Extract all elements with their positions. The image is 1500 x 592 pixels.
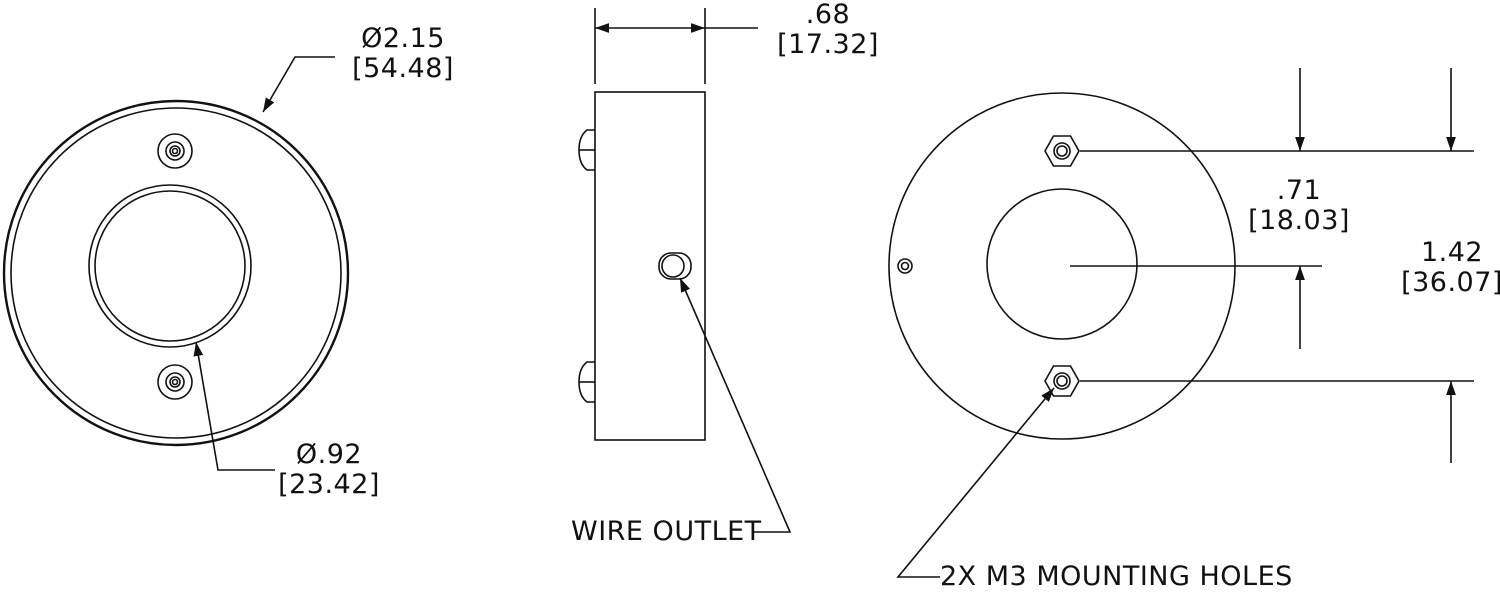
outer-diameter-inch: Ø2.15 bbox=[361, 23, 445, 54]
center-to-hole-inch: .71 bbox=[1276, 175, 1322, 206]
front-outer-edge-circle bbox=[10, 107, 342, 439]
front-screw-top bbox=[157, 133, 193, 169]
hole-spacing-inch: 1.42 bbox=[1420, 237, 1484, 268]
front-outer-circle bbox=[2, 99, 350, 447]
front-bore-inner-circle bbox=[94, 190, 246, 342]
back-bore-circle bbox=[986, 188, 1138, 340]
back-view bbox=[888, 68, 1474, 578]
outer-diameter-mm: [54.48] bbox=[352, 53, 454, 84]
hole-spacing-label: 1.42 [36.07] bbox=[1401, 238, 1500, 298]
outer-diameter-leader bbox=[262, 56, 335, 113]
side-body bbox=[594, 91, 706, 441]
outer-diameter-label: Ø2.15 [54.48] bbox=[352, 24, 454, 84]
center-to-hole-mm: [18.03] bbox=[1248, 205, 1350, 236]
wire-outlet-label: WIRE OUTLET bbox=[571, 516, 762, 547]
side-view bbox=[578, 8, 792, 533]
thickness-label: .68 [17.32] bbox=[777, 0, 879, 60]
mounting-holes-label: 2X M3 MOUNTING HOLES bbox=[940, 561, 1293, 592]
thickness-inch: .68 bbox=[805, 0, 851, 30]
front-screw-bottom bbox=[157, 364, 193, 400]
inner-diameter-leader bbox=[193, 341, 275, 471]
inner-diameter-mm: [23.42] bbox=[278, 469, 380, 500]
mounting-hole-top bbox=[1044, 135, 1080, 167]
mounting-holes-leader bbox=[896, 387, 1055, 578]
center-to-hole-label: .71 [18.03] bbox=[1248, 176, 1350, 236]
front-view bbox=[2, 56, 350, 471]
hole-spacing-mm: [36.07] bbox=[1401, 267, 1500, 298]
front-bore-circle bbox=[88, 184, 252, 348]
wire-outlet-leader bbox=[679, 277, 792, 533]
back-small-hole bbox=[897, 258, 913, 274]
inner-diameter-label: Ø.92 [23.42] bbox=[278, 440, 380, 500]
inner-diameter-inch: Ø.92 bbox=[295, 439, 363, 470]
wire-outlet-port bbox=[658, 252, 692, 280]
thickness-mm: [17.32] bbox=[777, 29, 879, 60]
